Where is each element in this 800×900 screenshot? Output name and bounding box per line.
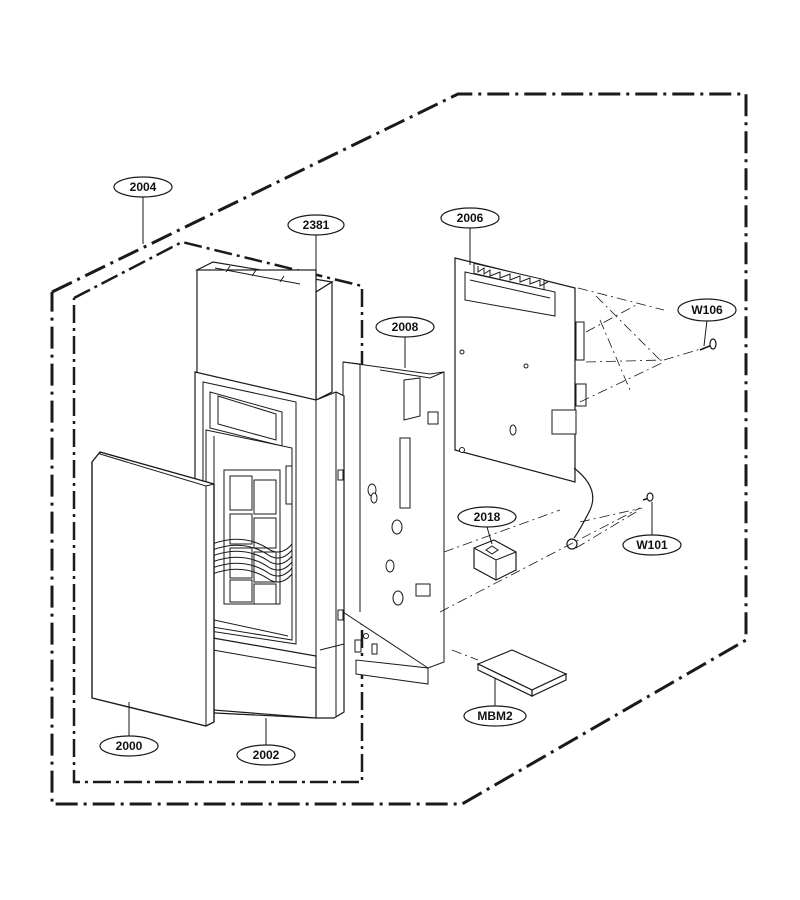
part-label-2000: 2000 xyxy=(99,735,159,757)
film-overlay-2000 xyxy=(91,451,215,727)
front-panel-2002 xyxy=(194,261,345,719)
bracket-2008 xyxy=(342,361,445,685)
part-label-2381: 2381 xyxy=(287,214,345,236)
projection-lines xyxy=(439,287,705,661)
svg-text:W101: W101 xyxy=(636,538,668,552)
svg-text:2006: 2006 xyxy=(457,211,484,225)
svg-text:2381: 2381 xyxy=(303,218,330,232)
svg-text:MBM2: MBM2 xyxy=(477,709,513,723)
svg-text:2000: 2000 xyxy=(116,739,143,753)
part-label-mbm2: MBM2 xyxy=(463,705,527,727)
part-label-w106: W106 xyxy=(677,298,737,322)
part-label-2006: 2006 xyxy=(440,207,500,229)
svg-text:2018: 2018 xyxy=(474,510,501,524)
svg-text:2002: 2002 xyxy=(253,748,280,762)
holder-2018 xyxy=(473,539,517,581)
subassembly-boundary-2381 xyxy=(72,240,364,784)
part-label-w101: W101 xyxy=(622,534,682,556)
manual-mbm2 xyxy=(476,649,568,697)
part-label-2008: 2008 xyxy=(375,316,435,338)
screw-w101 xyxy=(642,492,654,502)
screw-w106 xyxy=(699,338,717,351)
svg-text:2008: 2008 xyxy=(392,320,419,334)
pcb-2006 xyxy=(454,257,594,550)
part-label-2002: 2002 xyxy=(236,744,296,766)
leader-lines xyxy=(128,197,708,745)
part-label-2004: 2004 xyxy=(113,176,173,198)
svg-text:W106: W106 xyxy=(691,303,723,317)
part-label-2018: 2018 xyxy=(457,506,517,528)
assembly-boundary-2004 xyxy=(50,92,748,806)
svg-text:2004: 2004 xyxy=(130,180,157,194)
